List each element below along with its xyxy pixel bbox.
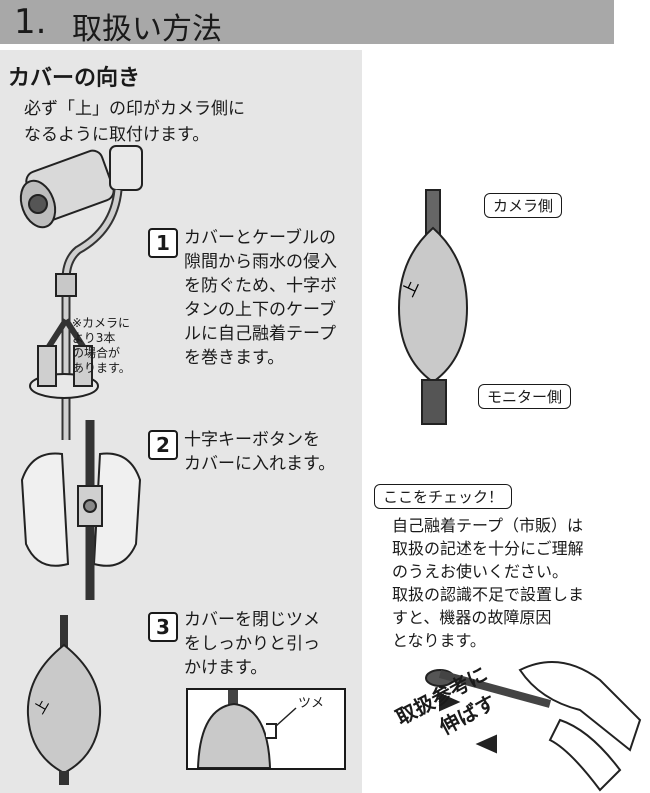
tsume-label: ツメ [298,696,325,711]
step-1-badge: 1 [148,228,178,258]
step-1-line: を巻きます。 [184,348,285,368]
step-1-line: タンの上下のケーブ [184,300,336,320]
step-1-text: カバーとケーブルの 隙間から雨水の侵入 を防ぐため、十字ボ タンの上下のケーブ … [184,226,337,370]
intro-line-1: 必ず「上」の印がカメラ側に [24,99,245,119]
tsume-detail-inset: ツメ [186,688,346,770]
check-tag: ここをチェック！ [374,484,513,509]
cover-up-mark: 上 [32,697,53,717]
step-3-line: カバーを閉じツメ [184,610,320,630]
open-cover-illustration [20,420,142,600]
monitor-side-label: モニター側 [478,384,572,409]
page-title: 取扱い方法 [72,12,222,47]
check-line: 自己融着テープ（市販）は [392,516,584,535]
section-number: 1. [14,2,47,42]
intro-text: 必ず「上」の印がカメラ側に なるように取付けます。 [24,96,324,148]
note-line: より3本 [72,331,116,345]
tape-stretch-illustration [425,661,642,792]
step-2-text: 十字キーボタンを カバーに入れます。 [184,428,335,476]
step-1-line: 隙間から雨水の侵入 [184,252,337,272]
step-3-line: をしっかりと引っ [184,634,320,654]
closed-cover-illustration: 上 [26,615,102,785]
note-line: の場合が [72,346,121,360]
section-header: 1. 取扱い方法 [0,0,614,47]
step-2-badge: 2 [148,430,178,460]
note-line: あります。 [72,361,131,375]
step-1-line: を防ぐため、十字ボ [184,276,337,296]
check-line: 取扱の記述を十分にご理解 [392,539,584,558]
step-2-line: カバーに入れます。 [184,454,336,474]
check-line: すと、機器の故障原因 [392,608,552,627]
cover-up-mark: 上 [398,277,422,300]
step-2-line: 十字キーボタンを [184,430,320,450]
step-3-line: かけます。 [184,658,268,678]
cover-orientation-title: カバーの向き [8,66,141,91]
installed-cover-illustration: 上 [397,189,469,425]
cable-note: ※カメラに より3本 の場合が あります。 [72,316,156,376]
camera-illustration [19,145,143,440]
check-line: のうえお使いください。 [392,562,569,581]
step-3-text: カバーを閉じツメ をしっかりと引っ かけます。 [184,608,320,680]
note-line: ※カメラに [72,316,131,330]
check-text: 自己融着テープ（市販）は 取扱の記述を十分にご理解 のうえお使いください。 取扱… [392,514,606,652]
step-3-badge: 3 [148,612,178,642]
step-1-line: カバーとケーブルの [184,228,336,248]
check-line: 取扱の認識不足で設置しま [392,585,585,604]
tsume-detail-illustration [196,690,297,768]
step-1-line: ルに自己融着テープ [184,324,336,344]
camera-side-label: カメラ側 [484,193,563,218]
check-line: となります。 [392,631,486,650]
intro-line-2: なるように取付けます。 [24,125,210,145]
